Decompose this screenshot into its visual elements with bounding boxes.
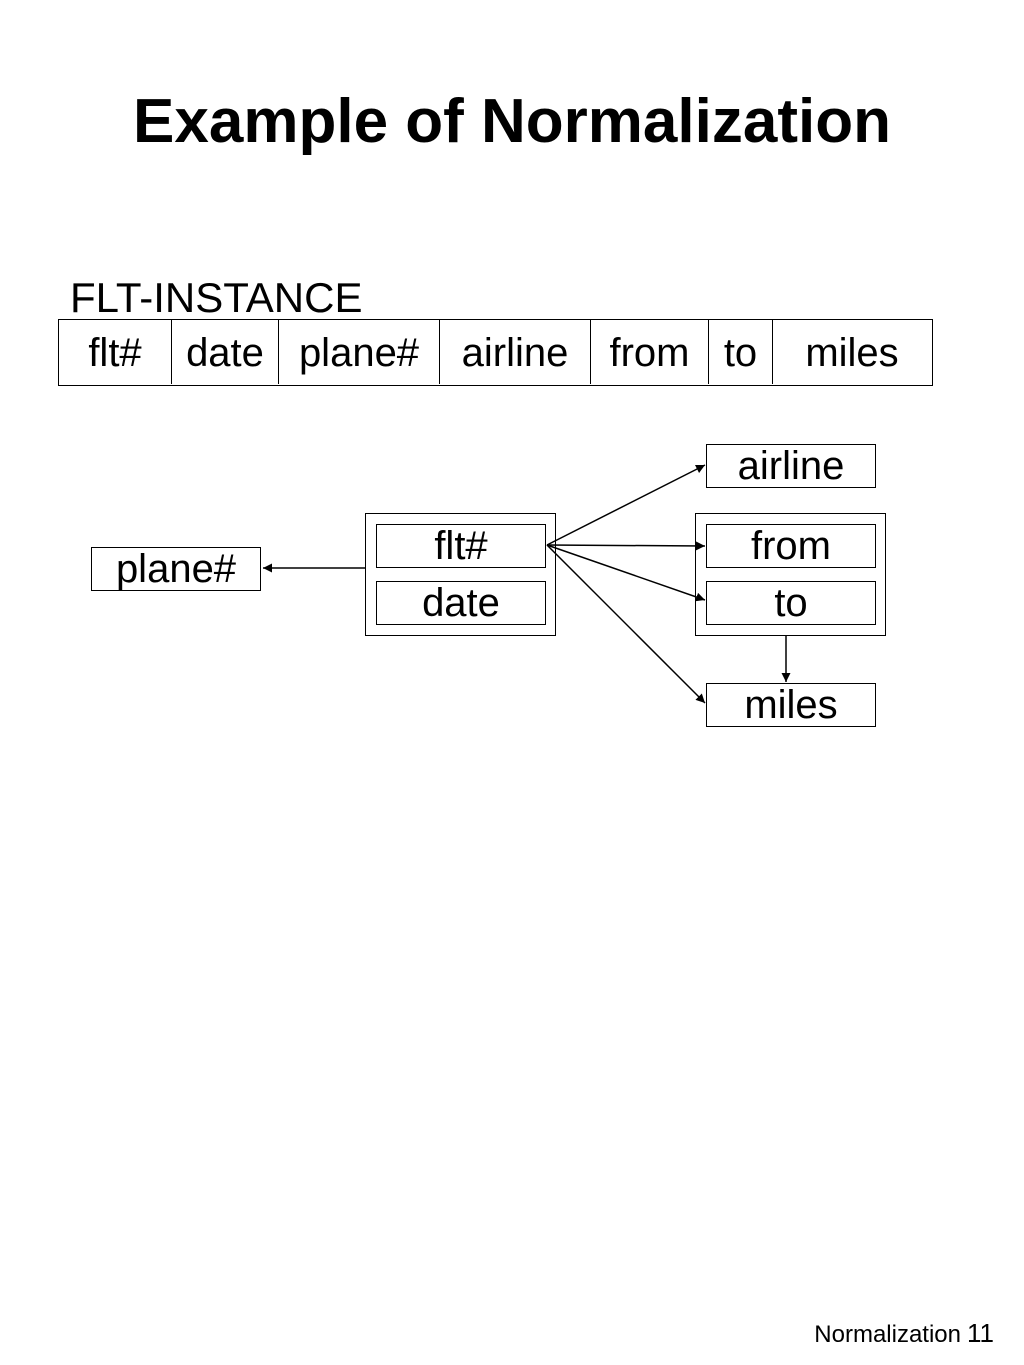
relation-name: FLT-INSTANCE bbox=[70, 274, 363, 321]
target-from-node: from bbox=[706, 524, 876, 568]
target-plane-node: plane# bbox=[91, 547, 261, 591]
arrow-to-airline bbox=[546, 464, 706, 546]
attribute-flt-cell: flt# bbox=[59, 320, 172, 384]
from-to-group-box bbox=[695, 513, 886, 636]
relation-schema-table: flt# date plane# airline from to miles bbox=[58, 319, 933, 386]
target-airline-node: airline bbox=[706, 444, 876, 488]
page-number: 11 bbox=[967, 1318, 994, 1348]
attribute-date-cell: date bbox=[172, 320, 279, 384]
footer-label: Normalization bbox=[814, 1321, 961, 1348]
arrow-to-miles bbox=[546, 544, 706, 704]
determinant-group-box bbox=[365, 513, 556, 636]
attribute-to-cell: to bbox=[709, 320, 773, 384]
arrow-to-to bbox=[546, 544, 706, 602]
attribute-airline-cell: airline bbox=[440, 320, 591, 384]
attribute-plane-cell: plane# bbox=[279, 320, 440, 384]
attribute-miles-cell: miles bbox=[805, 331, 899, 375]
attribute-from-cell: from bbox=[591, 320, 709, 384]
target-miles-node: miles bbox=[706, 683, 876, 727]
target-to-node: to bbox=[706, 581, 876, 625]
determinant-date-node: date bbox=[376, 581, 546, 625]
slide-title: Example of Normalization bbox=[133, 87, 891, 156]
arrow-to-from bbox=[546, 541, 706, 551]
determinant-flt-node: flt# bbox=[376, 524, 546, 568]
